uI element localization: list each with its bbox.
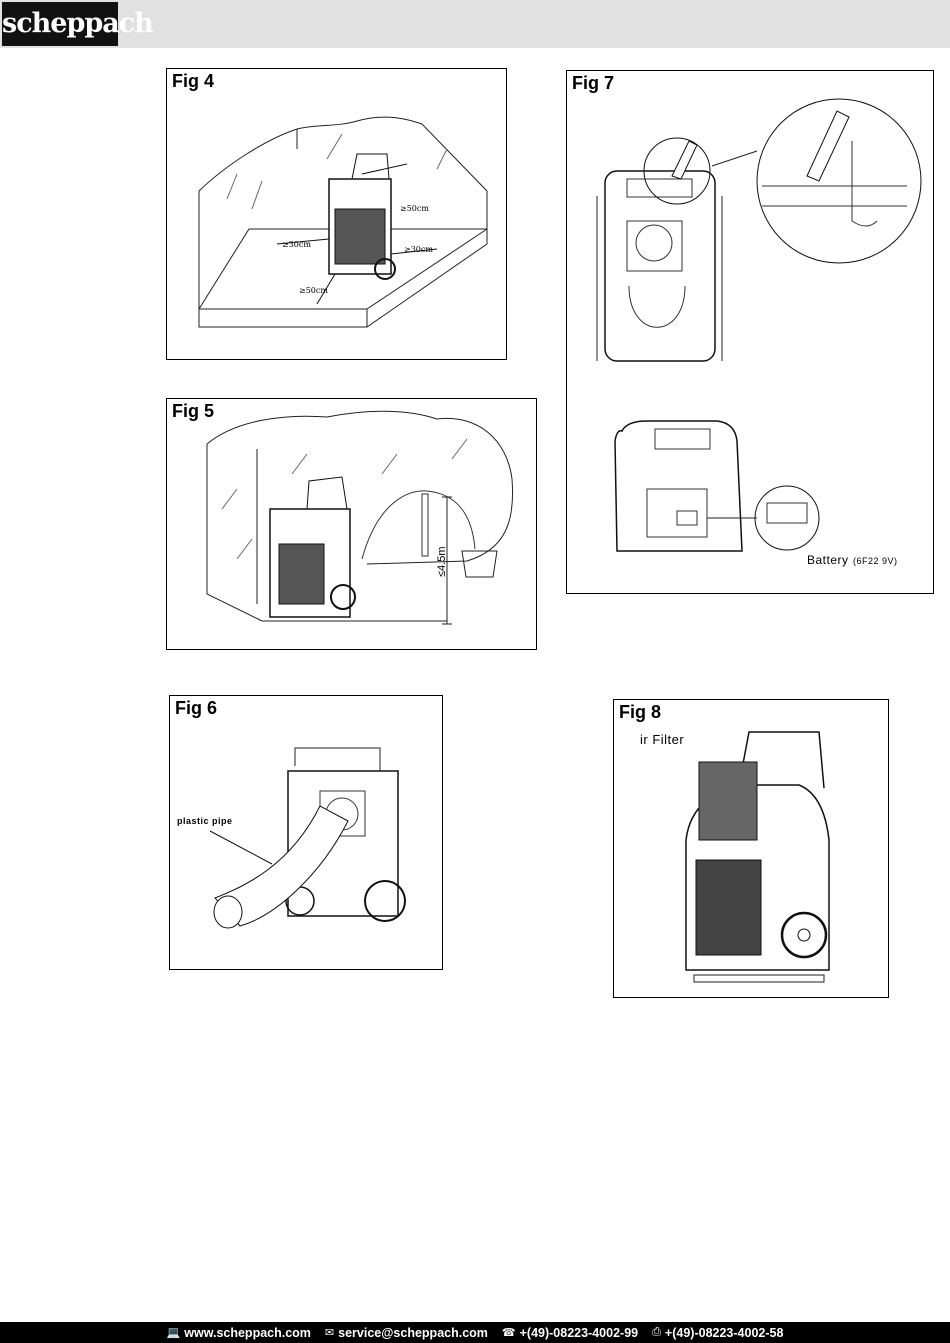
fig8-filter-drawing xyxy=(685,731,830,983)
fig7-label: Fig 7 xyxy=(572,73,615,93)
footer-email: service@scheppach.com xyxy=(338,1325,488,1340)
fig8-label: Fig 8 xyxy=(619,702,662,722)
footer-bar: 💻 www.scheppach.com ✉ service@scheppach.… xyxy=(0,1322,950,1343)
fig4-label: Fig 4 xyxy=(172,71,215,91)
fig5-label: Fig 5 xyxy=(172,401,215,421)
fig5-drainage-drawing: ≤4.5m xyxy=(206,410,514,625)
battery-callout: Battery xyxy=(807,553,849,567)
fig4-room-drawing: ≥30cm ≥30cm ≥50cm ≥50cm xyxy=(198,116,488,328)
figure-6: Fig 6 plastic pipe xyxy=(169,695,443,970)
phone-icon: ☎ xyxy=(501,1327,516,1339)
distance-left: ≥30cm xyxy=(282,240,311,249)
figure-5: ≤4.5m Fig 5 xyxy=(166,398,537,650)
footer-fax: +(49)-08223-4002-58 xyxy=(664,1325,784,1340)
fig6-pipe-drawing xyxy=(209,747,406,929)
mail-icon: ✉ xyxy=(324,1327,335,1339)
fig6-label: Fig 6 xyxy=(175,698,218,718)
fig7-battery-drawing: Battery (6F22 9V) xyxy=(596,98,922,567)
brand-logo: scheppach xyxy=(2,2,154,46)
footer-fax-item: ⎙ +(49)-08223-4002-58 xyxy=(652,1326,783,1340)
height-limit: ≤4.5m xyxy=(436,547,448,578)
computer-icon: 💻 xyxy=(166,1327,181,1339)
fax-icon: ⎙ xyxy=(652,1326,661,1338)
distance-back: ≥50cm xyxy=(400,204,429,213)
footer-website: www.scheppach.com xyxy=(184,1325,311,1340)
distance-right: ≥30cm xyxy=(404,245,433,254)
footer-phone: +(49)-08223-4002-99 xyxy=(519,1325,639,1340)
figure-8: Fig 8 ir Filter xyxy=(613,699,889,998)
figure-4: ≥30cm ≥30cm ≥50cm ≥50cm Fig 4 xyxy=(166,68,507,360)
distance-front: ≥50cm xyxy=(299,286,328,295)
footer-website-item[interactable]: 💻 www.scheppach.com xyxy=(167,1326,311,1340)
battery-spec: (6F22 9V) xyxy=(853,556,898,566)
figure-7: Battery (6F22 9V) Fig 7 xyxy=(566,70,934,594)
plastic-pipe-callout: plastic pipe xyxy=(177,816,233,826)
footer-phone-item: ☎ +(49)-08223-4002-99 xyxy=(502,1326,638,1340)
air-filter-callout: ir Filter xyxy=(640,732,685,747)
footer-email-item[interactable]: ✉ service@scheppach.com xyxy=(325,1326,488,1340)
header-bar: scheppach xyxy=(0,0,950,48)
